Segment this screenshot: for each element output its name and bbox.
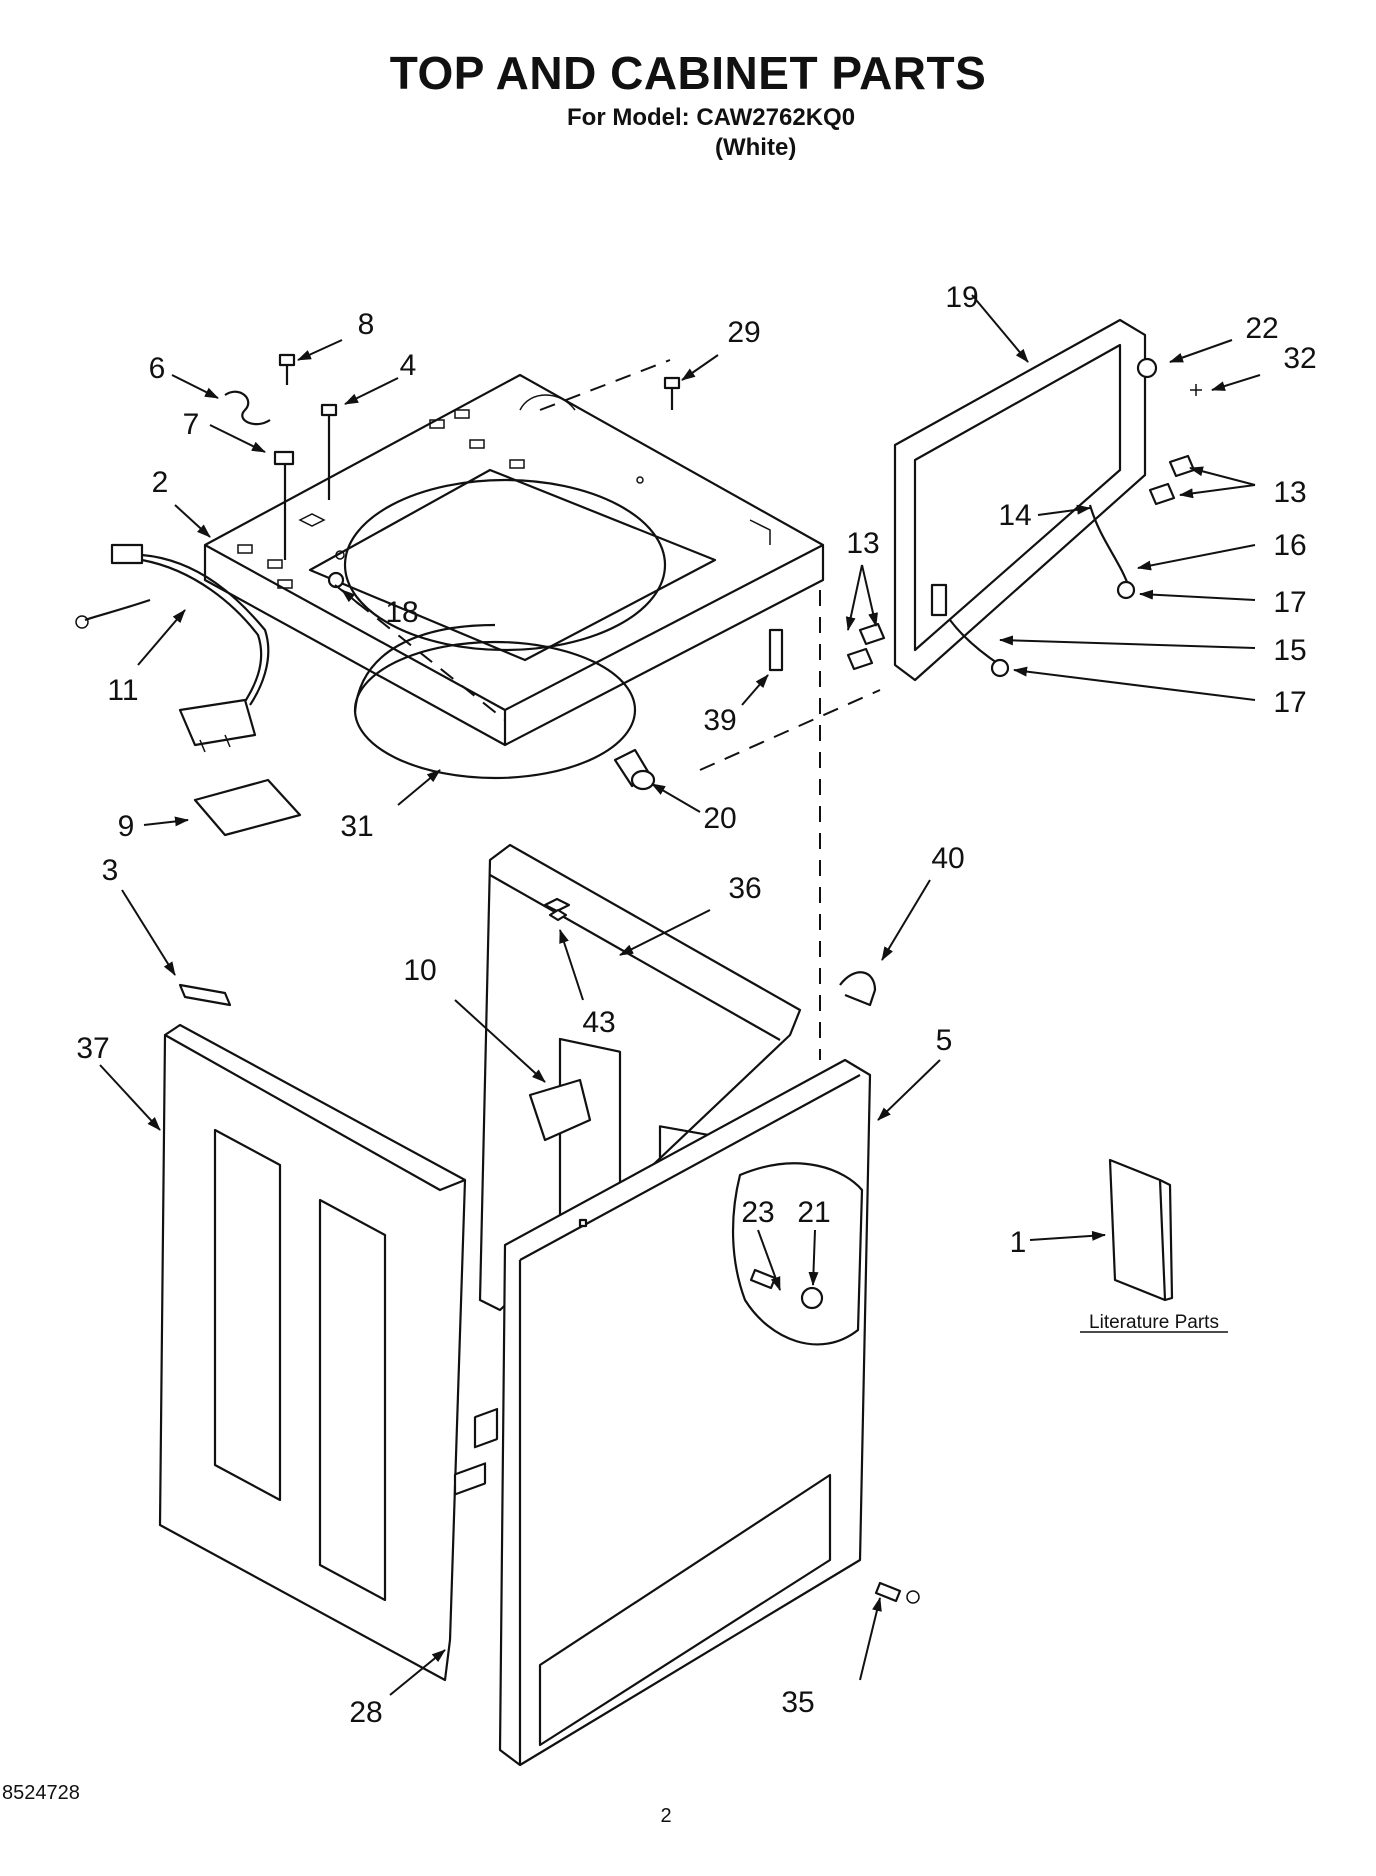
- callout-36: 36: [728, 872, 761, 905]
- callout-15: 15: [1273, 634, 1306, 667]
- callout-17b: 17: [1273, 686, 1306, 719]
- wire-harness: [75, 543, 270, 753]
- callout-8: 8: [358, 308, 375, 341]
- callout-18: 18: [385, 596, 418, 629]
- callout-5: 5: [936, 1024, 953, 1057]
- callout-14: 14: [998, 499, 1031, 532]
- page-number: 2: [660, 1805, 672, 1827]
- model-line: For Model: CAW2762KQ0: [567, 104, 856, 131]
- callout-6: 6: [149, 352, 166, 385]
- top-panel: [203, 373, 825, 747]
- callout-32: 32: [1283, 342, 1316, 375]
- callout-21: 21: [797, 1196, 830, 1229]
- callout-29: 29: [727, 316, 760, 349]
- callout-7: 7: [183, 408, 200, 441]
- callout-43: 43: [582, 1006, 615, 1039]
- callout-13a: 13: [1273, 476, 1306, 509]
- callout-10: 10: [403, 954, 436, 987]
- color-line: (White): [715, 134, 797, 161]
- leader-lines: [99, 294, 1261, 1696]
- callout-numbers: 1 2 3 4 5 6 7 8 9 10 11 13 13 14 15 16 1…: [76, 281, 1316, 1729]
- callout-40: 40: [931, 842, 964, 875]
- callout-31: 31: [340, 810, 373, 843]
- callout-17a: 17: [1273, 586, 1306, 619]
- callout-22: 22: [1245, 312, 1278, 345]
- callout-37: 37: [76, 1032, 109, 1065]
- wire-clamp: [839, 971, 877, 1007]
- top-hardware: [224, 353, 784, 672]
- literature-caption: Literature Parts: [1089, 1312, 1219, 1333]
- panel-bracket: [528, 1078, 592, 1142]
- left-side-panel: [158, 1023, 499, 1682]
- callout-39: 39: [703, 704, 736, 737]
- literature-parts: [1080, 1158, 1228, 1333]
- lid: [353, 623, 637, 780]
- callout-20: 20: [703, 802, 736, 835]
- document-number: 8524728: [2, 1782, 80, 1804]
- alignment-lines: [334, 359, 881, 1060]
- bumper: [613, 748, 656, 791]
- callout-35: 35: [781, 1686, 814, 1719]
- right-side-panel: [498, 1058, 872, 1767]
- callout-1: 1: [1010, 1226, 1027, 1259]
- console-frame: [846, 318, 1202, 682]
- callout-3: 3: [102, 854, 119, 887]
- callout-2: 2: [152, 466, 169, 499]
- callout-9: 9: [118, 810, 135, 843]
- page-title: TOP AND CABINET PARTS: [389, 47, 987, 99]
- callout-11: 11: [107, 674, 138, 707]
- instruction-sheet: [193, 778, 302, 837]
- callout-4: 4: [400, 349, 417, 382]
- callout-23: 23: [741, 1196, 774, 1229]
- callout-13b: 13: [846, 527, 879, 560]
- callout-28: 28: [349, 1696, 382, 1729]
- callout-16: 16: [1273, 529, 1306, 562]
- callout-19: 19: [945, 281, 978, 314]
- hinge-bracket: [178, 983, 232, 1007]
